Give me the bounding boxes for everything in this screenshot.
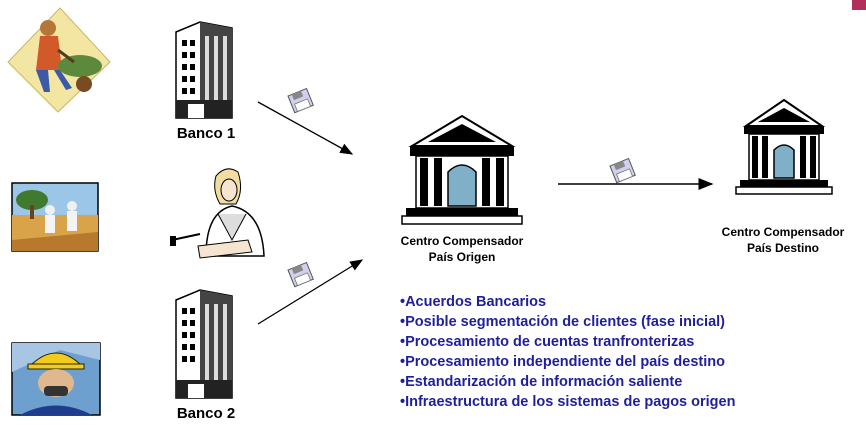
businesswoman-icon <box>170 168 265 259</box>
dest-center-label: Centro Compensador País Destino <box>700 224 866 256</box>
floppy-disk-icon <box>609 157 636 184</box>
features-list: •Acuerdos Bancarios •Posible segmentació… <box>400 292 735 412</box>
bank2-building-icon <box>175 289 233 399</box>
origin-center-label-line1: Centro Compensador <box>400 234 524 248</box>
origin-center-label-line2: País Origen <box>428 250 496 264</box>
floppy-disk-icon <box>287 261 314 288</box>
corner-mark <box>852 0 866 10</box>
bank1-building-icon <box>175 21 233 119</box>
dest-center-label-line2: País Destino <box>746 241 820 255</box>
list-item: •Procesamiento independiente del país de… <box>400 354 725 370</box>
field-workers-icon <box>11 182 99 252</box>
bank2-label: Banco 2 <box>176 405 236 422</box>
arrow-bank1-to-origin <box>257 101 354 155</box>
origin-center-label: Centro Compensador País Origen <box>372 233 552 265</box>
list-item: •Acuerdos Bancarios <box>400 294 547 310</box>
miner-helmet-icon <box>11 342 101 416</box>
list-item: •Infraestructura de los sistemas de pago… <box>400 394 736 410</box>
list-item: •Procesamiento de cuentas tranfronteriza… <box>400 334 695 350</box>
arrow-bank2-to-origin <box>257 259 364 325</box>
list-item: •Posible segmentación de clientes (fase … <box>400 314 725 330</box>
dest-clearing-house-icon <box>735 98 833 195</box>
list-item: •Estandarización de información saliente <box>400 374 683 390</box>
floppy-disk-icon <box>287 87 314 114</box>
farmer-wheelbarrow-icon <box>7 7 111 113</box>
origin-clearing-house-icon <box>401 114 523 225</box>
dest-center-label-line1: Centro Compensador <box>721 225 845 239</box>
bank1-label: Banco 1 <box>176 125 236 142</box>
